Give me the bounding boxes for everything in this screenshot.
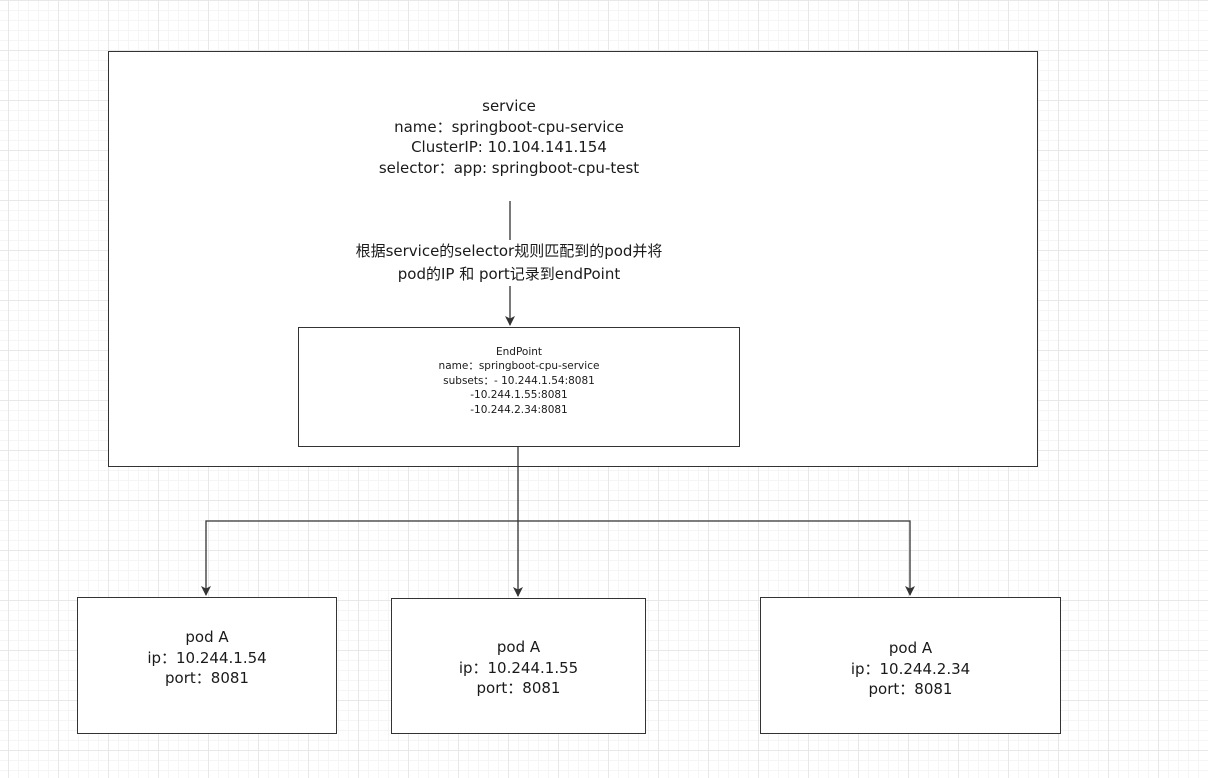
endpoint-box[interactable]: EndPoint name：springboot-cpu-service sub… xyxy=(298,327,740,447)
pod-1-port: port：8081 xyxy=(165,669,249,687)
pod-3-title: pod A xyxy=(888,639,933,657)
pod-2-ip: ip：10.244.1.55 xyxy=(458,658,579,677)
pod-2-title: pod A xyxy=(496,638,541,656)
edge-label: 根据service的selector规则匹配到的pod并将 pod的IP 和 p… xyxy=(309,240,709,286)
service-title: service xyxy=(482,97,536,115)
pod-box-3[interactable]: pod A ip：10.244.2.34 port：8081 xyxy=(760,597,1061,734)
endpoint-label: EndPoint name：springboot-cpu-service sub… xyxy=(299,345,739,417)
pod-1-label: pod A ip：10.244.1.54 port：8081 xyxy=(78,627,336,689)
pod-2-port: port：8081 xyxy=(476,679,561,697)
pod-3-ip: ip：10.244.2.34 xyxy=(850,659,971,678)
pod-box-1[interactable]: pod A ip：10.244.1.54 port：8081 xyxy=(77,597,337,734)
endpoint-to-pod-1-arrow xyxy=(201,520,518,596)
pod-2-label: pod A ip：10.244.1.55 port：8081 xyxy=(392,637,645,699)
pod-box-2[interactable]: pod A ip：10.244.1.55 port：8081 xyxy=(391,598,646,734)
pod-3-port: port：8081 xyxy=(868,680,953,698)
pod-1-title: pod A xyxy=(185,628,229,646)
pod-1-ip: ip：10.244.1.54 xyxy=(147,648,267,667)
pod-3-label: pod A ip：10.244.2.34 port：8081 xyxy=(761,638,1060,700)
endpoint-subset-1: subsets：- 10.244.1.54:8081 xyxy=(443,374,595,387)
service-name: name：springboot-cpu-service xyxy=(394,117,624,136)
service-label: service name：springboot-cpu-service Clus… xyxy=(309,96,709,178)
service-selector: selector：app: springboot-cpu-test xyxy=(378,158,640,177)
endpoint-title: EndPoint xyxy=(495,346,543,358)
endpoint-subset-3: -10.244.2.34:8081 xyxy=(470,403,568,416)
edge-label-line-1: 根据service的selector规则匹配到的pod并将 xyxy=(355,242,663,260)
endpoint-to-pod-3-arrow xyxy=(518,520,915,596)
endpoint-name: name：springboot-cpu-service xyxy=(438,360,600,373)
endpoint-subset-2: -10.244.1.55:8081 xyxy=(470,389,568,402)
edge-label-line-2: pod的IP 和 port记录到endPoint xyxy=(397,265,621,283)
service-cluster-ip: ClusterIP: 10.104.141.154 xyxy=(411,138,607,156)
